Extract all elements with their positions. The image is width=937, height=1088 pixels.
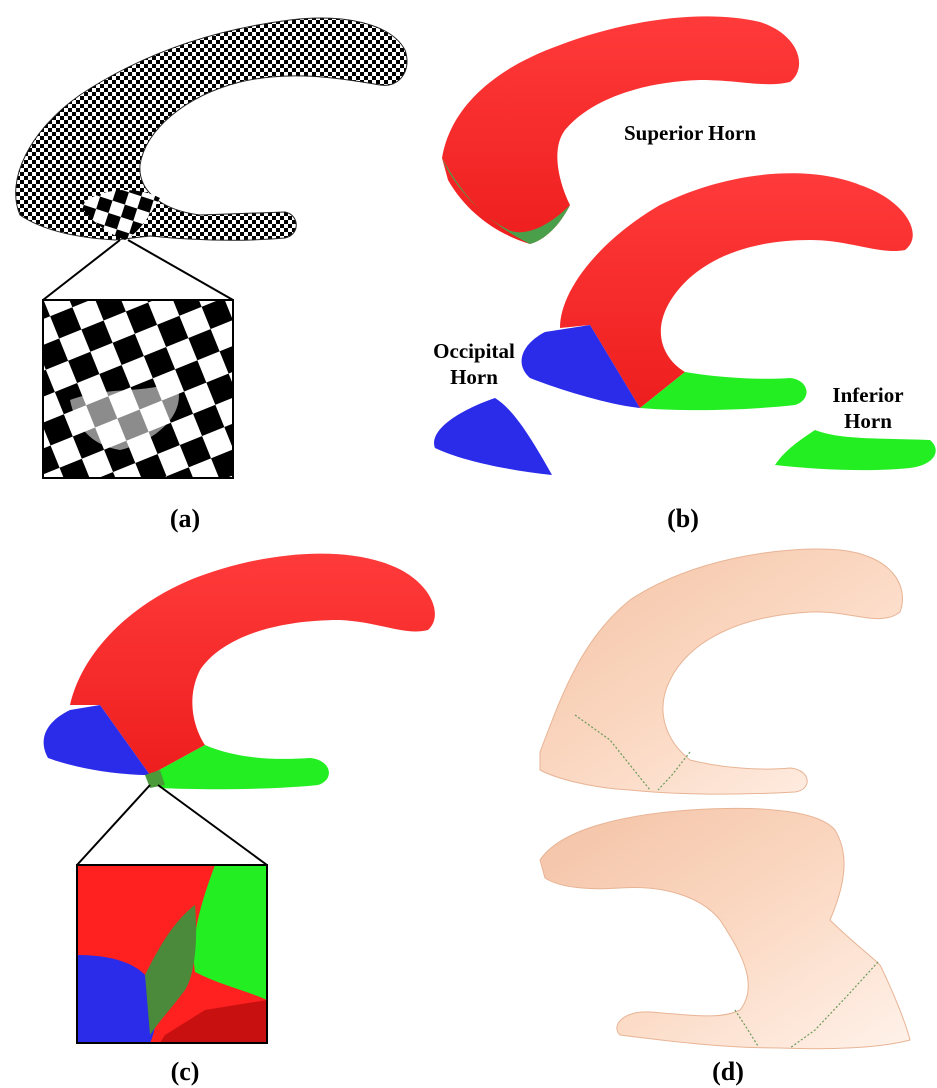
inferior-horn-segment — [775, 430, 936, 470]
c-zoom-inset — [77, 865, 267, 1043]
c-zoom-line-left — [77, 785, 150, 865]
label-inferior-horn-line1: Inferior — [832, 383, 903, 407]
occipital-horn-segment — [434, 398, 552, 475]
checkerboard-ventricle-mesh — [16, 18, 407, 240]
panel-d — [540, 549, 910, 1049]
label-occipital-horn-line1: Occipital — [433, 339, 515, 363]
panel-label-d: (d) — [712, 1057, 744, 1086]
panel-label-b: (b) — [667, 504, 699, 533]
panel-c — [44, 554, 435, 1043]
zoom-line-right — [128, 240, 233, 300]
zoom-inset-frame — [43, 300, 233, 478]
label-occipital-horn-line2: Horn — [450, 365, 498, 389]
d-surface-top — [540, 549, 903, 794]
panel-label-c: (c) — [171, 1057, 200, 1086]
label-superior-horn: Superior Horn — [624, 121, 756, 145]
panel-label-a: (a) — [170, 504, 200, 533]
label-inferior-horn-line2: Horn — [844, 409, 892, 433]
d-surface-bottom — [540, 808, 910, 1048]
panel-a — [16, 18, 407, 478]
zoom-line-left — [43, 240, 120, 300]
c-zoom-line-right — [158, 785, 267, 865]
